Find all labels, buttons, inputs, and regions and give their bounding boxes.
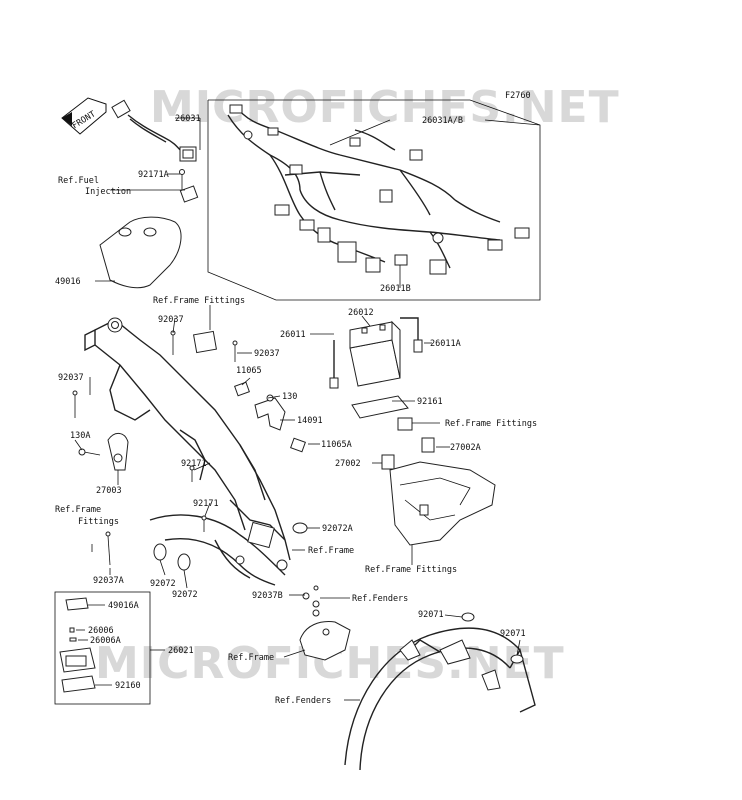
label-26011b: 26011B [380, 284, 411, 294]
label-26011a: 26011A [430, 339, 461, 349]
label-130: 130 [282, 392, 297, 402]
sub-harness-26031-icon [111, 99, 197, 162]
clamp-11065a-icon [290, 437, 306, 453]
label-26006a: 26006A [90, 636, 121, 646]
label-92160: 92160 [115, 681, 141, 691]
main-harness-box [207, 99, 541, 301]
label-92171-1: 92171 [181, 459, 207, 469]
label-11065a: 11065A [321, 440, 352, 450]
label-27002: 27002 [335, 459, 361, 469]
label-92171-2: 92171 [193, 499, 219, 509]
label-26031: 26031 [175, 114, 201, 124]
bolts-92037b-icon [302, 585, 320, 617]
kit-box-26021 [54, 591, 151, 705]
leader-lines [74, 117, 541, 701]
reference-labels: Ref.Fuel Injection Ref.Frame Fittings Re… [55, 176, 537, 706]
kit-parts-26021-icon [59, 597, 96, 693]
clamp-11065-icon [234, 381, 250, 397]
label-92071-1: 92071 [418, 610, 444, 620]
rear-fender-icon [344, 627, 536, 771]
ref-fuel-line2: Injection [85, 187, 131, 197]
cable-26011-icon [329, 340, 339, 389]
ref-frame-low: Ref.Frame [228, 653, 274, 663]
ref-frame-fittings-left-line1: Ref.Frame [55, 505, 101, 515]
ref-frame-fittings-bottom: Ref.Frame Fittings [365, 565, 457, 575]
label-49016a: 49016A [108, 601, 139, 611]
label-27003: 27003 [96, 486, 122, 496]
pad-92161-icon [351, 395, 409, 419]
label-92171a: 92171A [138, 170, 169, 180]
label-92072-2: 92072 [172, 590, 198, 600]
label-92037-right: 92037 [254, 349, 280, 359]
label-92161: 92161 [417, 397, 443, 407]
bolts-92171-icon [189, 465, 207, 532]
watermark-top: MICROFICHES.NET [150, 82, 620, 133]
clamp-92072-icon [153, 522, 308, 571]
pad-49016-icon [99, 216, 182, 289]
label-92037b: 92037B [252, 591, 283, 601]
label-92072a: 92072A [322, 524, 353, 534]
ref-fenders-low: Ref.Fenders [275, 696, 331, 706]
label-26012: 26012 [348, 308, 374, 318]
battery-case-icon [389, 461, 496, 546]
label-130a: 130A [70, 431, 90, 441]
frame-icon [84, 317, 291, 586]
label-26011: 26011 [280, 330, 306, 340]
part-labels: 26031 26031A/B 92171A 49016 26011B 92037… [55, 114, 526, 691]
label-92071-2: 92071 [500, 629, 526, 639]
label-49016: 49016 [55, 277, 81, 287]
label-92037-left: 92037 [58, 373, 84, 383]
label-92037a: 92037A [93, 576, 124, 586]
label-26031ab: 26031A/B [422, 116, 463, 126]
bolt-130a-icon [78, 448, 101, 456]
ref-frame-fittings-left-line2: Fittings [78, 517, 119, 527]
label-92072-1: 92072 [150, 579, 176, 589]
ref-fuel-line1: Ref.Fuel [58, 176, 99, 186]
bolts-92037-icon [72, 330, 238, 418]
relay-27002a-icon [397, 417, 435, 453]
figure-code: F2760 [505, 91, 531, 101]
relay-27002-icon [381, 454, 395, 470]
ref-frame-mid: Ref.Frame [308, 546, 354, 556]
label-26006: 26006 [88, 626, 114, 636]
label-14091: 14091 [297, 416, 323, 426]
ref-frame-fittings-top: Ref.Frame Fittings [153, 296, 245, 306]
ref-frame-fittings-right: Ref.Frame Fittings [445, 419, 537, 429]
bolt-92037a-icon [91, 531, 111, 566]
fender-bracket-icon [299, 621, 351, 661]
part-27003-icon [107, 433, 129, 471]
label-11065: 11065 [236, 366, 262, 376]
front-arrow-icon: FRONT [61, 97, 107, 135]
cable-26011a-icon [400, 317, 423, 353]
label-27002a: 27002A [450, 443, 481, 453]
bracket-14091-icon [254, 394, 286, 431]
connector-92171a-icon [179, 169, 199, 203]
battery-26012-icon [349, 320, 401, 387]
label-26021: 26021 [168, 646, 194, 656]
ref-fenders-mid: Ref.Fenders [352, 594, 408, 604]
label-92037-top: 92037 [158, 315, 184, 325]
main-wire-harness-icon [227, 104, 530, 275]
